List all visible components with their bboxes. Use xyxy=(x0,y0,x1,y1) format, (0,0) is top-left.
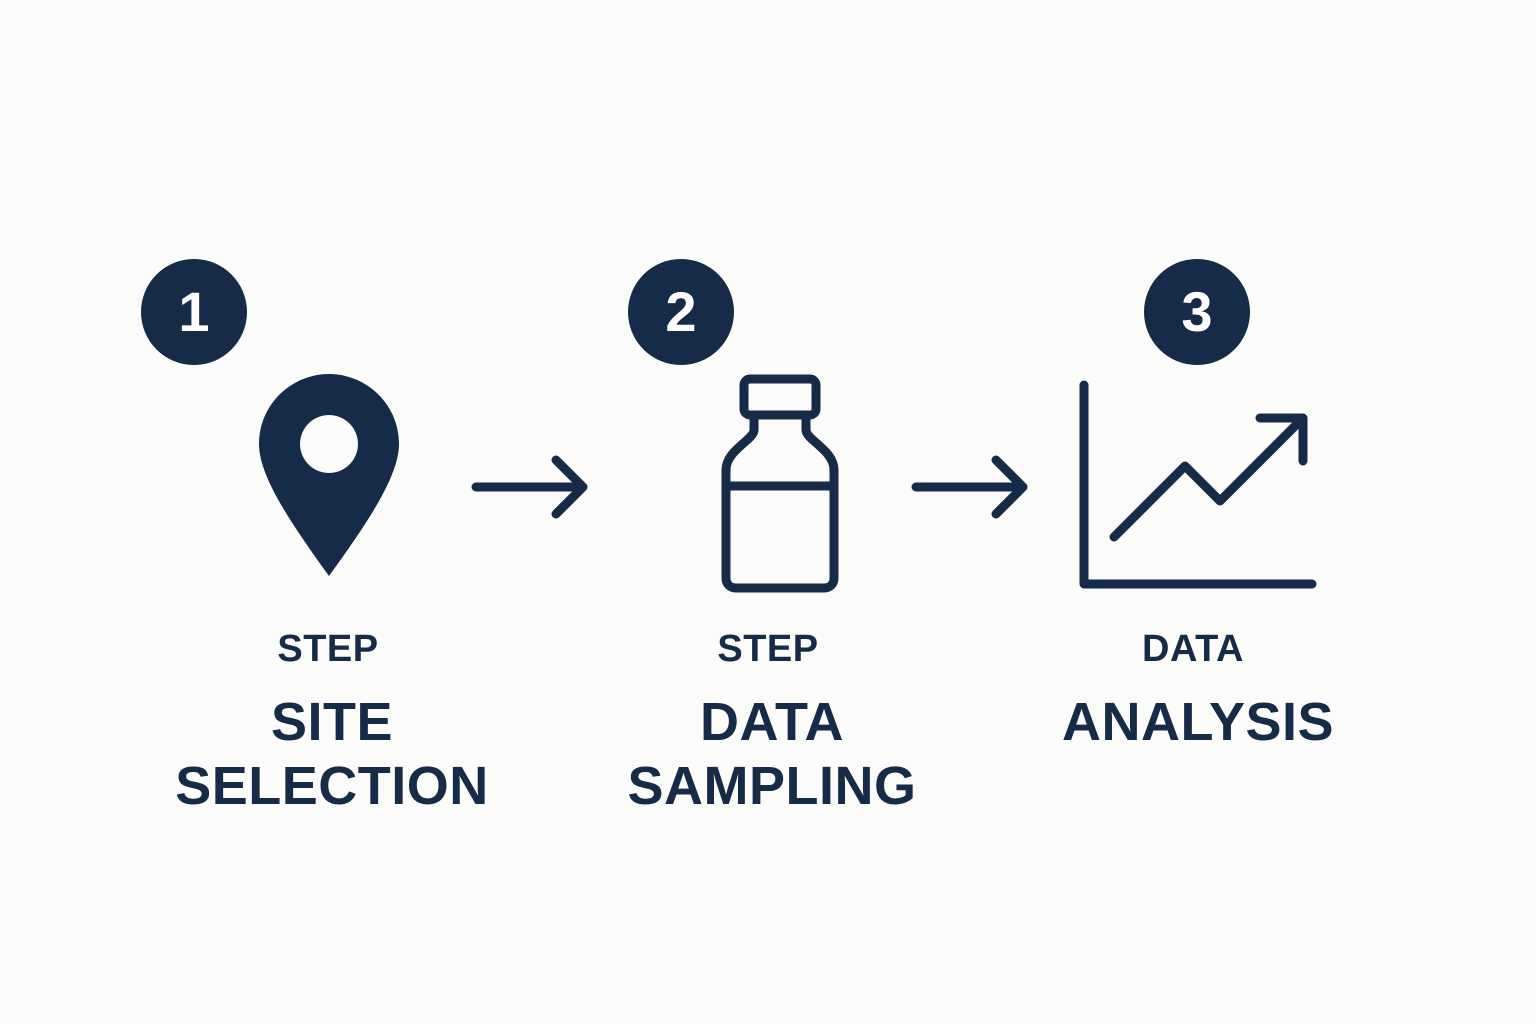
step-1-badge: 1 xyxy=(141,259,247,365)
step-3-title-line-1: ANALYSIS xyxy=(1061,692,1335,752)
step-2-title: DATA SAMPLING xyxy=(572,690,972,818)
step-2-badge: 2 xyxy=(628,259,734,365)
step-3-number: 3 xyxy=(1181,280,1213,343)
step-3-kicker: DATA xyxy=(1142,628,1244,670)
step-1-number: 1 xyxy=(178,280,210,343)
map-pin-icon xyxy=(259,374,399,576)
step-1-title-line-2: SELECTION xyxy=(175,756,489,816)
step-2-title-line-2: SAMPLING xyxy=(627,756,917,816)
arrow-right-icon xyxy=(471,455,588,519)
step-2-number: 2 xyxy=(665,280,697,343)
step-1-title: SITE SELECTION xyxy=(132,690,532,818)
sample-bottle-icon xyxy=(721,374,839,593)
step-1-title-line-1: SITE xyxy=(270,692,394,752)
step-3-badge: 3 xyxy=(1144,259,1250,365)
step-2-title-line-1: DATA xyxy=(700,692,844,752)
arrow-right-icon xyxy=(911,455,1028,519)
step-1-kicker: STEP xyxy=(277,628,379,670)
step-2-kicker: STEP xyxy=(717,628,819,670)
trend-chart-icon xyxy=(1079,380,1317,589)
step-3-title: ANALYSIS xyxy=(998,690,1398,754)
